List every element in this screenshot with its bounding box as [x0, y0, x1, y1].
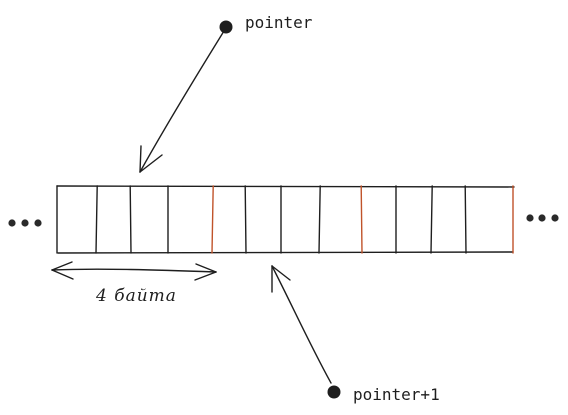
memory-strip — [56, 185, 515, 254]
cell-divider — [244, 185, 247, 254]
word-boundary-divider — [211, 185, 214, 254]
cell-divider — [430, 185, 433, 254]
memory-strip-bottom-edge — [57, 251, 514, 254]
cell-dividers — [56, 185, 514, 254]
pointer-dot — [219, 20, 233, 34]
cell-divider — [95, 185, 98, 254]
size-label: 4 байта — [95, 286, 177, 306]
ellipsis-right-icon — [526, 214, 559, 222]
cell-divider — [318, 185, 321, 254]
memory-strip-top-edge — [56, 185, 515, 188]
word-boundary-divider — [360, 185, 363, 254]
pointer-plus-one-arrow — [271, 265, 332, 384]
pointer-plus-one-label: pointer+1 — [353, 385, 440, 404]
pointer-plus-one-dot — [327, 385, 341, 399]
size-double-arrow — [51, 261, 217, 281]
cell-divider — [129, 185, 132, 254]
ellipsis-left-icon — [8, 219, 42, 227]
cell-divider — [464, 185, 467, 254]
pointer-label: pointer — [245, 13, 313, 32]
pointer-arrow — [139, 30, 225, 173]
